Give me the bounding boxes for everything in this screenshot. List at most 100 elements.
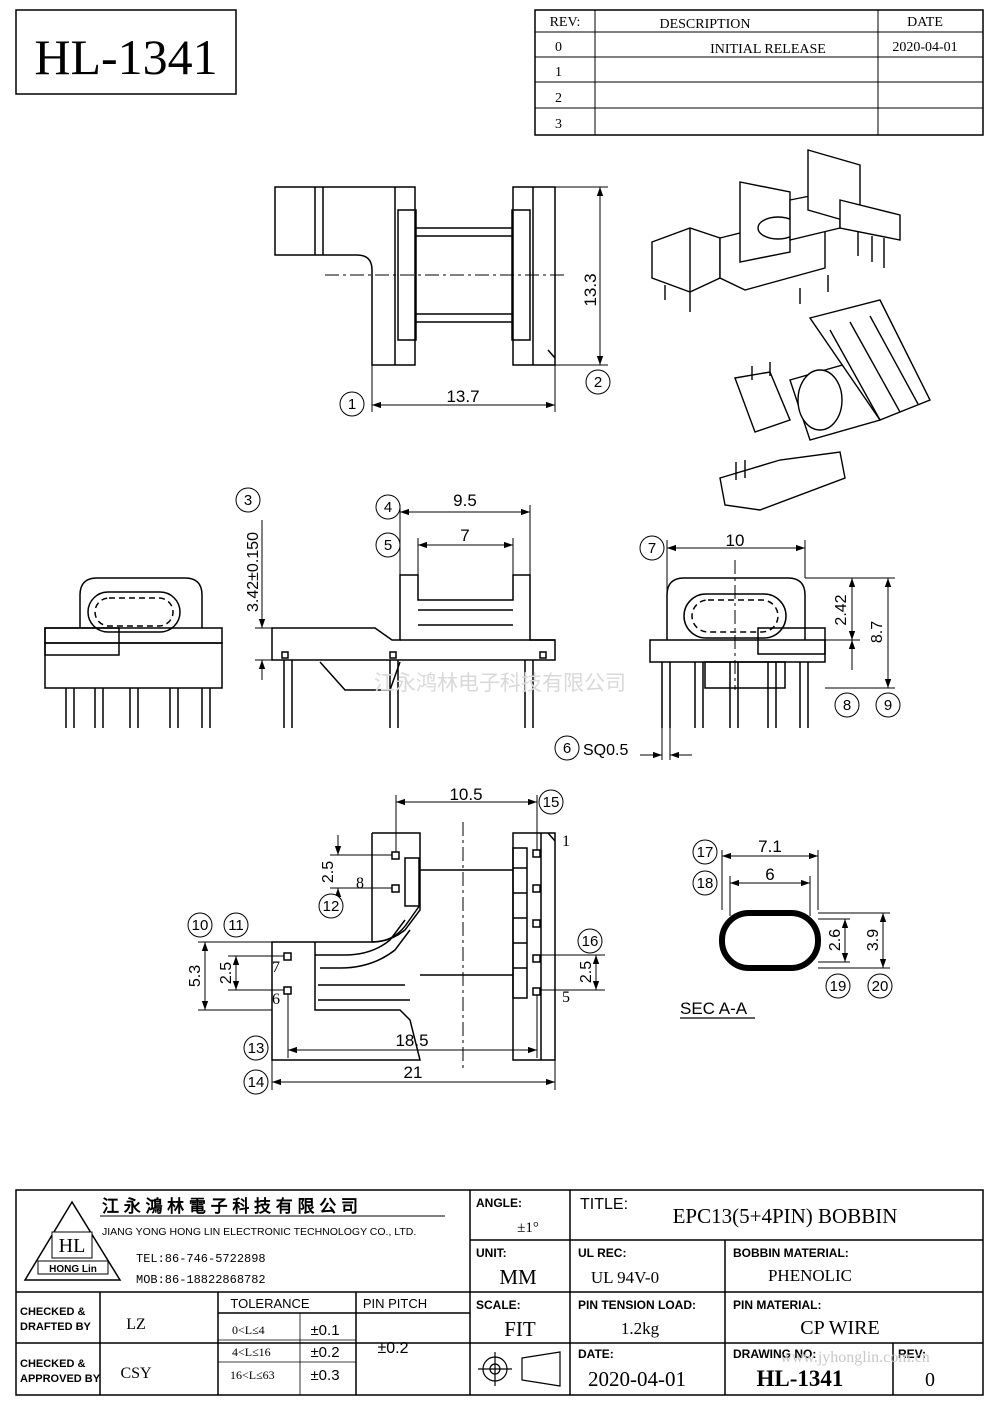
balloon-20: 20 bbox=[867, 973, 893, 999]
tolerance-header: TOLERANCE bbox=[230, 1296, 310, 1311]
tolerance-range-1: 4<L≤16 bbox=[232, 1345, 271, 1359]
projection-symbol-icon bbox=[478, 1351, 561, 1387]
rev-header: REV: bbox=[550, 15, 581, 30]
revision-table: REV: DESCRIPTION DATE 0 INITIAL RELEASE … bbox=[534, 9, 984, 136]
balloon-14: 14 bbox=[243, 1069, 269, 1095]
dim-13-7: 13.7 bbox=[446, 387, 479, 406]
balloon-11: 11 bbox=[223, 912, 249, 938]
balloon-8: 8 bbox=[834, 692, 860, 718]
dim-sq0-5: SQ0.5 bbox=[583, 742, 628, 759]
svg-text:8: 8 bbox=[843, 697, 851, 714]
svg-text:15: 15 bbox=[543, 794, 560, 811]
isometric-view-bottom bbox=[719, 299, 931, 511]
dim-5-3: 5.3 bbox=[187, 965, 204, 987]
balloon-17: 17 bbox=[692, 839, 718, 865]
part-number: HL-1341 bbox=[34, 29, 217, 85]
company-tel: TEL:86-746-5722898 bbox=[136, 1252, 266, 1266]
dim-6: 6 bbox=[765, 865, 774, 884]
scale-value: FIT bbox=[504, 1317, 536, 1341]
balloon-3: 3 bbox=[235, 487, 261, 513]
dim-21: 21 bbox=[404, 1063, 423, 1082]
bobbin-material-value: PHENOLIC bbox=[768, 1266, 852, 1285]
rev-row-1: 1 bbox=[555, 65, 562, 80]
title-value: EPC13(5+4PIN) BOBBIN bbox=[673, 1204, 898, 1228]
dim-8-7: 8.7 bbox=[869, 621, 886, 643]
dim-2-5-c: 2.5 bbox=[578, 961, 595, 983]
dim-10: 10 bbox=[726, 531, 745, 550]
dim-2-42: 2.42 bbox=[833, 594, 850, 625]
date-label: DATE: bbox=[578, 1347, 614, 1361]
logo-triangle-icon bbox=[23, 1200, 122, 1281]
drafted-value: LZ bbox=[126, 1316, 146, 1333]
balloon-18: 18 bbox=[692, 870, 718, 896]
dim-13-3: 13.3 bbox=[581, 273, 600, 306]
front-view-right bbox=[649, 560, 826, 728]
tolerance-value-0: ±0.1 bbox=[310, 1322, 339, 1339]
svg-text:10: 10 bbox=[192, 917, 209, 934]
balloon-1: 1 bbox=[339, 391, 365, 417]
title-block bbox=[15, 1189, 984, 1396]
company-logo: HL HONG Lin bbox=[23, 1200, 122, 1281]
balloon-10: 10 bbox=[187, 912, 213, 938]
company-name-en: JIANG YONG HONG LIN ELECTRONIC TECHNOLOG… bbox=[102, 1226, 416, 1238]
date-value: 2020-04-01 bbox=[588, 1367, 686, 1391]
approved-value: CSY bbox=[120, 1365, 152, 1382]
svg-text:18: 18 bbox=[697, 875, 714, 892]
rev-row-2: 2 bbox=[555, 91, 562, 106]
dim-2-6: 2.6 bbox=[827, 929, 844, 951]
balloon-12: 12 bbox=[318, 893, 344, 919]
ul-label: UL REC: bbox=[578, 1246, 626, 1260]
pin-label-8: 8 bbox=[356, 875, 364, 892]
bobbin-material-label: BOBBIN MATERIAL: bbox=[733, 1246, 849, 1260]
tolerance-range-2: 16<L≤63 bbox=[230, 1368, 275, 1382]
part-number-box: HL-1341 bbox=[15, 9, 237, 95]
pin-label-5: 5 bbox=[562, 989, 570, 1006]
tolerance-value-2: ±0.3 bbox=[310, 1367, 339, 1384]
drafted-label-1: CHECKED & bbox=[20, 1306, 85, 1318]
balloon-19: 19 bbox=[825, 973, 851, 999]
svg-text:5: 5 bbox=[384, 537, 392, 554]
isometric-view-top bbox=[651, 149, 901, 312]
dim-7-1: 7.1 bbox=[758, 837, 782, 856]
balloon-5: 5 bbox=[375, 532, 401, 558]
side-view-dims bbox=[255, 505, 531, 680]
drawing-no-label: DRAWING NO: bbox=[733, 1347, 816, 1361]
drawing-no-value: HL-1341 bbox=[757, 1366, 844, 1391]
rev-value: 0 bbox=[925, 1369, 935, 1391]
pin-tension-value: 1.2kg bbox=[621, 1319, 660, 1338]
logo-letters: HL bbox=[59, 1235, 86, 1257]
top-view bbox=[274, 186, 565, 366]
pin-pitch-value: ±0.2 bbox=[377, 1340, 408, 1357]
svg-text:2: 2 bbox=[594, 374, 602, 391]
description-header: DESCRIPTION bbox=[659, 17, 750, 32]
title-label: TITLE: bbox=[580, 1196, 628, 1213]
pin-label-6: 6 bbox=[272, 991, 280, 1008]
drafted-label-2: DRAFTED BY bbox=[20, 1321, 92, 1333]
scale-label: SCALE: bbox=[476, 1298, 521, 1312]
rev-row-0-description: INITIAL RELEASE bbox=[710, 42, 826, 57]
svg-text:17: 17 bbox=[697, 844, 714, 861]
svg-text:3: 3 bbox=[244, 492, 252, 509]
company-mob: MOB:86-18822868782 bbox=[136, 1273, 266, 1287]
unit-value: MM bbox=[499, 1265, 537, 1289]
pin-material-value: CP WIRE bbox=[800, 1317, 879, 1339]
section-a-a bbox=[680, 850, 890, 1019]
front-view-left bbox=[44, 577, 223, 728]
dim-10-5: 10.5 bbox=[449, 785, 482, 804]
balloon-6: 6 bbox=[554, 735, 580, 761]
company-name-cn: 江 永 鴻 林 電 子 科 技 有 限 公 司 bbox=[102, 1196, 358, 1216]
svg-text:4: 4 bbox=[384, 499, 392, 516]
pin-pitch-header: PIN PITCH bbox=[363, 1296, 427, 1311]
balloon-9: 9 bbox=[875, 692, 901, 718]
balloon-16: 16 bbox=[577, 928, 603, 954]
angle-label: ANGLE: bbox=[476, 1196, 522, 1210]
logo-name: HONG Lin bbox=[49, 1264, 97, 1275]
dim-7: 7 bbox=[460, 526, 469, 545]
dim-3-9: 3.9 bbox=[865, 929, 882, 951]
top-view-dims bbox=[371, 186, 608, 412]
svg-text:20: 20 bbox=[872, 978, 889, 995]
balloon-2: 2 bbox=[585, 369, 611, 395]
pin-tension-label: PIN TENSION LOAD: bbox=[578, 1298, 696, 1312]
svg-text:11: 11 bbox=[228, 917, 244, 934]
